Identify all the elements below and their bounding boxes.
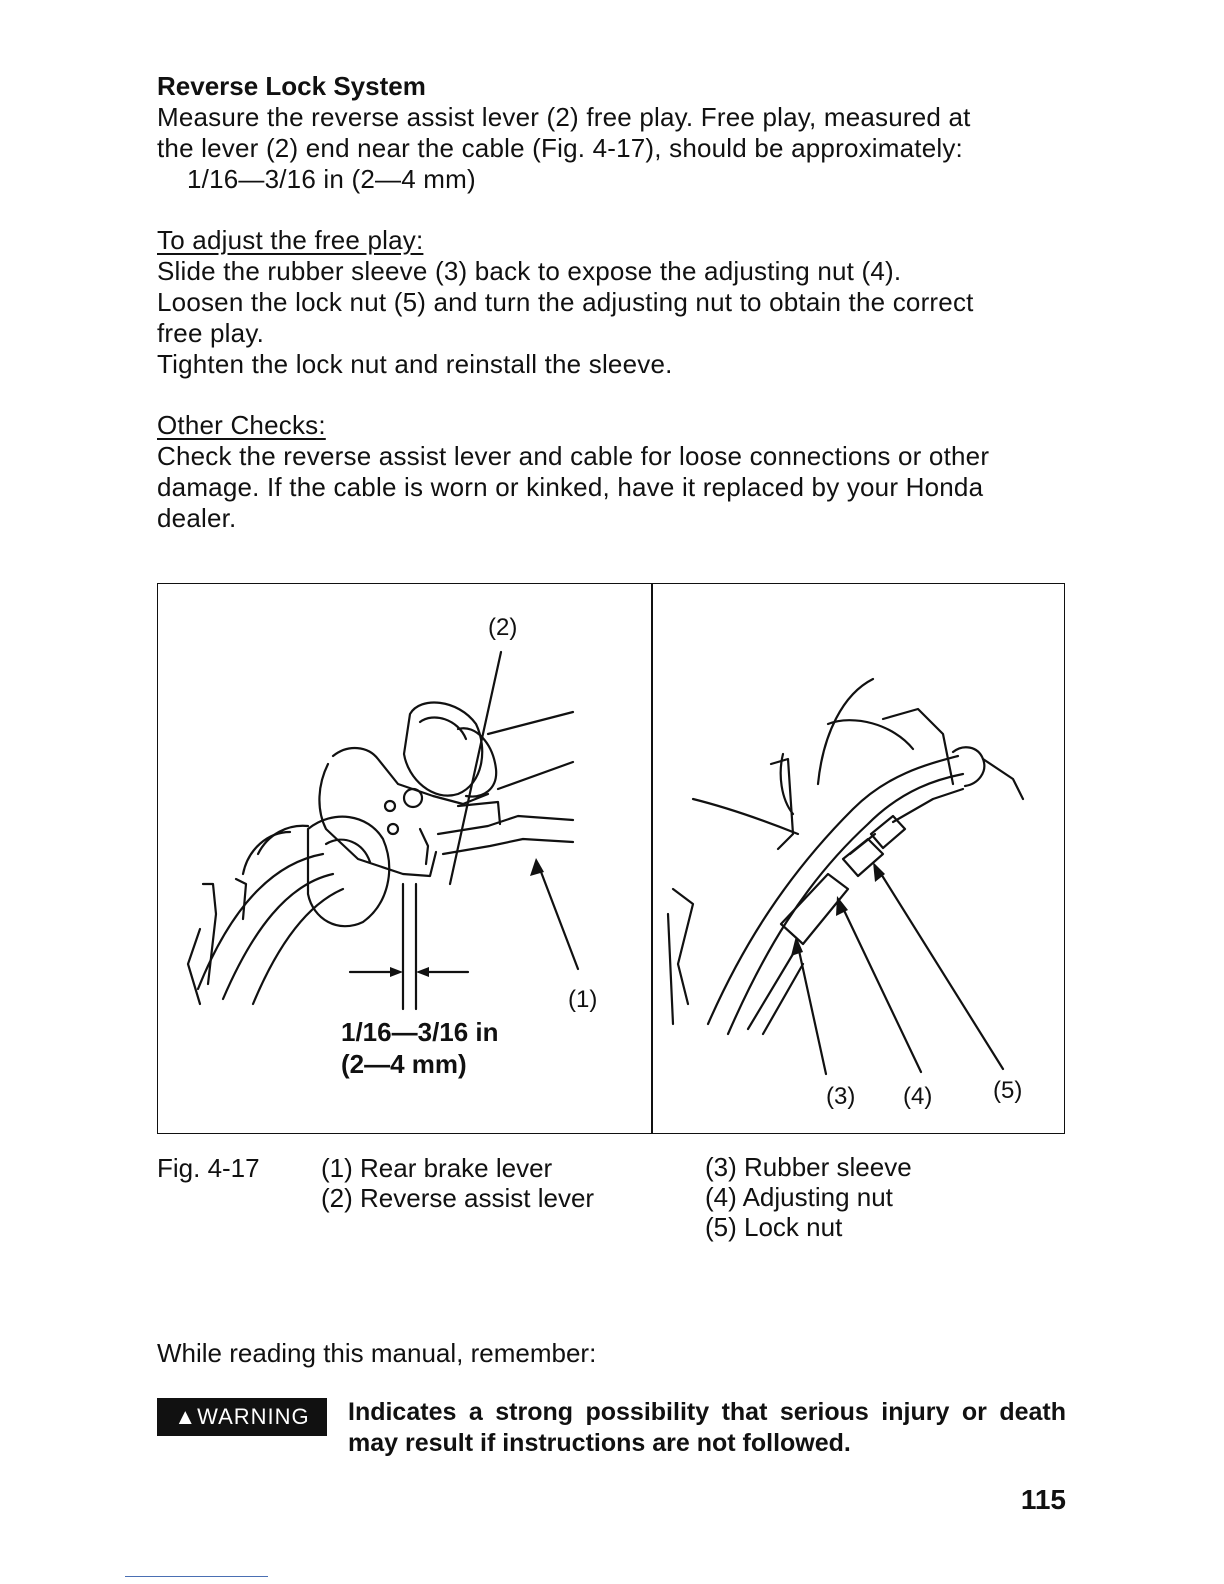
adjust-step-3: Tighten the lock nut and reinstall the s…: [157, 349, 673, 379]
legend-left: (1) Rear brake lever (2) Reverse assist …: [321, 1153, 594, 1213]
instructions-block: Reverse Lock System Measure the reverse …: [157, 70, 1067, 534]
figure-caption: Fig. 4-17: [157, 1153, 260, 1183]
section-heading: Reverse Lock System: [157, 71, 426, 101]
legend-item-lock-nut: (5) Lock nut: [705, 1212, 843, 1242]
figure-divider: [651, 584, 653, 1133]
legend-item-rear-brake-lever: (1) Rear brake lever: [321, 1153, 553, 1183]
callout-3: (3): [826, 1083, 856, 1110]
adjust-subheading: To adjust the free play:: [157, 225, 424, 255]
other-checks-line-1: Check the reverse assist lever and cable…: [157, 441, 990, 471]
callout-5: (5): [993, 1077, 1023, 1104]
legend-item-reverse-assist-lever: (2) Reverse assist lever: [321, 1183, 595, 1213]
lever-illustration: [186, 650, 580, 1011]
warning-badge: ▲WARNING: [157, 1398, 327, 1436]
callout-2: (2): [488, 614, 518, 641]
dimension-label-in: 1/16—3/16 in: [341, 1017, 499, 1047]
dimension-label-mm: (2—4 mm): [341, 1049, 467, 1079]
intro-line-2: the lever (2) end near the cable (Fig. 4…: [157, 133, 963, 163]
footer-rule: [125, 1576, 268, 1577]
figure-4-17: (2) (1) 1/16—3/16 in (2—4 mm): [157, 583, 1065, 1134]
other-checks-line-3: dealer.: [157, 503, 237, 533]
cable-adjuster-illustration: [666, 677, 1025, 1076]
adjust-step-2-line-2: free play.: [157, 318, 265, 348]
adjust-step-2-line-1: Loosen the lock nut (5) and turn the adj…: [157, 287, 974, 317]
callout-1: (1): [568, 986, 598, 1013]
warning-text: Indicates a strong possibility that seri…: [348, 1398, 1066, 1457]
legend-item-rubber-sleeve: (3) Rubber sleeve: [705, 1152, 912, 1182]
reminder-text: While reading this manual, remember:: [157, 1338, 597, 1368]
other-checks-subheading: Other Checks:: [157, 410, 326, 440]
legend-item-adjusting-nut: (4) Adjusting nut: [705, 1182, 893, 1212]
callout-4: (4): [903, 1083, 933, 1110]
intro-line-1: Measure the reverse assist lever (2) fre…: [157, 102, 971, 132]
legend-right: (3) Rubber sleeve (4) Adjusting nut (5) …: [705, 1152, 912, 1242]
page-number: 115: [1020, 1484, 1066, 1515]
other-checks-line-2: damage. If the cable is worn or kinked, …: [157, 472, 984, 502]
adjust-step-1: Slide the rubber sleeve (3) back to expo…: [157, 256, 902, 286]
free-play-spec: 1/16—3/16 in (2—4 mm): [187, 164, 476, 194]
